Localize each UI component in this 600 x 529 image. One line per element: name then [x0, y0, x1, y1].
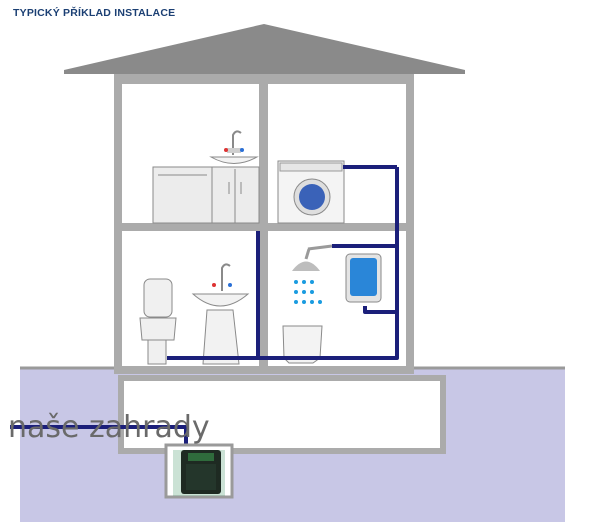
basement [118, 375, 446, 454]
water-heater-icon [345, 253, 382, 303]
shower-head-icon [292, 244, 333, 304]
kitchen-cabinet-icon [152, 166, 260, 224]
sink-icon [209, 130, 259, 164]
roof [64, 24, 465, 74]
water-pipes [10, 165, 399, 450]
washing-machine-icon [277, 160, 345, 224]
toilet-icon [139, 278, 177, 365]
garden-label: naše zahrady [8, 410, 210, 445]
submersible-pump-icon [164, 443, 234, 499]
diagram-title: TYPICKÝ PŘÍKLAD INSTALACE [13, 7, 176, 19]
washbasin-icon [191, 263, 250, 365]
